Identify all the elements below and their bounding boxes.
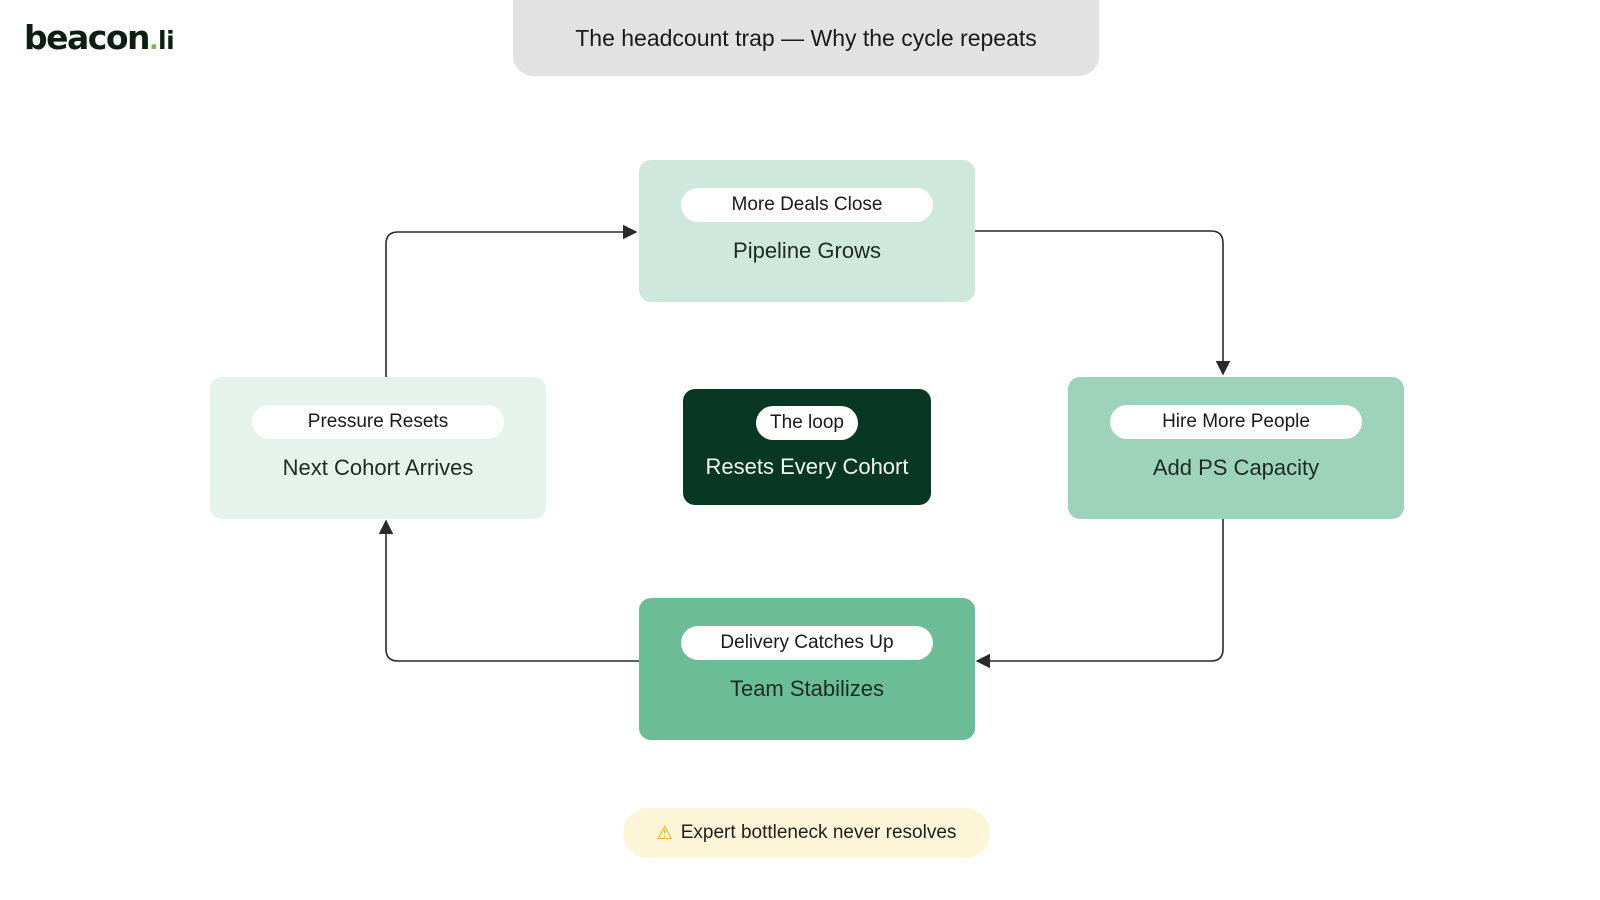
- node-tag: Hire More People: [1110, 405, 1362, 439]
- warning-text: Expert bottleneck never resolves: [680, 822, 957, 843]
- arrow-top-to-right: [975, 230, 1231, 376]
- center-label: Resets Every Cohort: [705, 454, 909, 479]
- node-next-cohort-arrives: Pressure Resets Next Cohort Arrives: [210, 377, 546, 519]
- brand-tld: li: [158, 26, 175, 55]
- warning-callout: ⚠ Expert bottleneck never resolves: [623, 808, 990, 858]
- node-pipeline-grows: More Deals Close Pipeline Grows: [639, 160, 975, 302]
- center-tag: The loop: [756, 406, 858, 440]
- diagram-title: The headcount trap — Why the cycle repea…: [513, 0, 1099, 76]
- node-label: Next Cohort Arrives: [282, 455, 474, 480]
- brand-dot: .: [149, 26, 159, 55]
- node-label: Add PS Capacity: [1152, 455, 1320, 480]
- arrow-right-to-bottom: [975, 519, 1224, 669]
- brand-logo: beacon.li: [24, 18, 175, 61]
- arrow-bottom-to-left: [378, 519, 639, 662]
- arrow-left-to-top: [385, 224, 638, 377]
- node-add-ps-capacity: Hire More People Add PS Capacity: [1068, 377, 1404, 519]
- node-label: Pipeline Grows: [733, 238, 881, 263]
- diagram-title-text: The headcount trap — Why the cycle repea…: [575, 24, 1037, 51]
- center-loop-box: The loop Resets Every Cohort: [683, 389, 931, 505]
- brand-name: beacon: [24, 18, 151, 57]
- node-tag: Pressure Resets: [252, 405, 504, 439]
- node-team-stabilizes: Delivery Catches Up Team Stabilizes: [639, 598, 975, 740]
- node-tag: Delivery Catches Up: [681, 626, 933, 660]
- node-tag: More Deals Close: [681, 188, 933, 222]
- node-label: Team Stabilizes: [729, 676, 885, 701]
- warning-icon: ⚠: [656, 822, 673, 843]
